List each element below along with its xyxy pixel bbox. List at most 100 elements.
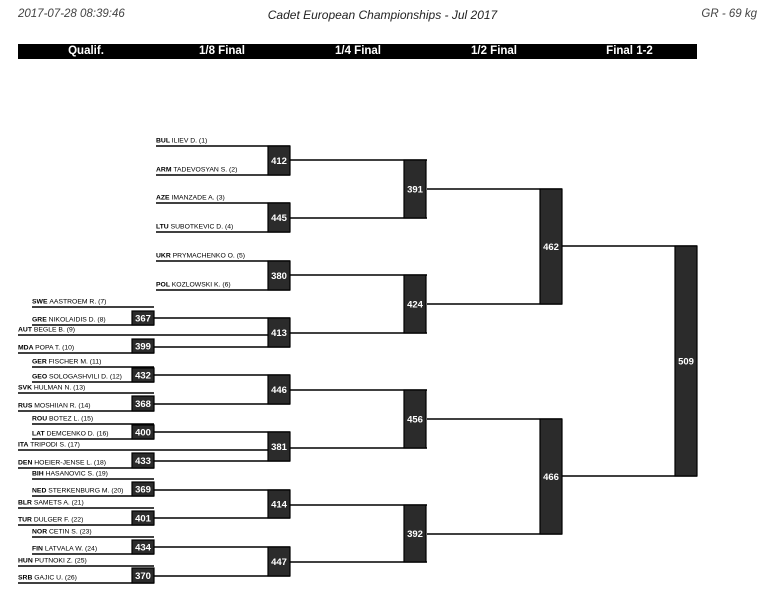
match-number: 432: [135, 371, 151, 382]
athlete-entry: AZE IMANZADE A. (3): [156, 195, 225, 202]
athlete-entry: AUT BEGLE B. (9): [18, 327, 75, 334]
athlete-name: TADEVOSYAN S. (2): [173, 167, 237, 174]
match-number: 433: [135, 456, 151, 467]
match-number: 445: [271, 213, 288, 224]
match-number: 413: [271, 328, 287, 339]
match-box: [267, 431, 291, 462]
match-box: [131, 395, 155, 412]
athlete-entry: BIH HASANOVIC S. (19): [32, 471, 108, 478]
athlete-country: SRB: [18, 575, 34, 582]
athlete-country: ARM: [156, 167, 173, 174]
match-box: [131, 424, 155, 440]
athlete-name: FISCHER M. (11): [49, 359, 102, 366]
round-semi-label: 1/2 Final: [470, 45, 518, 57]
match-number: 462: [543, 242, 559, 253]
athlete-country: BLR: [18, 500, 34, 507]
athlete-country: RUS: [18, 403, 34, 410]
athlete-name: MOSHIIAN R. (14): [34, 403, 90, 410]
match-number: 424: [407, 300, 424, 311]
round-quarter-label: 1/4 Final: [334, 45, 382, 57]
match-box: [539, 188, 563, 305]
round-final-label: Final 1-2: [606, 45, 653, 57]
athlete-name: LATVALA W. (24): [45, 546, 97, 553]
athlete-name: SAMETS A. (21): [34, 500, 84, 507]
athlete-country: AUT: [18, 327, 34, 334]
athlete-name: NIKOLAIDIS D. (8): [49, 317, 106, 324]
match-box: [267, 145, 291, 176]
athlete-entry: LTU SUBOTKEVIC D. (4): [156, 224, 233, 231]
athlete-name: POPA T. (10): [35, 345, 74, 352]
athlete-country: ITA: [18, 442, 30, 449]
match-box: [267, 546, 291, 577]
athlete-country: GER: [32, 359, 49, 366]
athlete-entry: NOR CETIN S. (23): [32, 529, 92, 536]
athlete-country: FIN: [32, 546, 45, 553]
match-number: 456: [407, 415, 423, 426]
match-box: [131, 481, 155, 497]
athlete-name: HOEIER-JENSE L. (18): [34, 460, 106, 467]
athlete-name: BOTEZ L. (15): [49, 416, 93, 423]
match-number: 367: [135, 314, 151, 325]
match-box: [131, 539, 155, 555]
athlete-name: STERKENBURG M. (20): [48, 488, 123, 495]
match-box: [267, 317, 291, 348]
athlete-entry: FIN LATVALA W. (24): [32, 546, 97, 553]
match-box: [403, 159, 427, 219]
athlete-country: BIH: [32, 471, 46, 478]
athlete-name: DULGER F. (22): [34, 517, 83, 524]
athlete-name: BEGLE B. (9): [34, 327, 75, 334]
athlete-entry: LAT DEMCENKO D. (16): [32, 431, 109, 438]
match-box: [403, 504, 427, 563]
athlete-entry: POL KOZLOWSKI K. (6): [156, 282, 231, 289]
athlete-entry: BLR SAMETS A. (21): [18, 500, 84, 507]
athlete-country: AZE: [156, 195, 171, 202]
event-title: Cadet European Championships - Jul 2017: [267, 8, 498, 22]
round-header-bar: Qualif. 1/8 Final 1/4 Final 1/2 Final Fi…: [18, 44, 697, 59]
athlete-country: ROU: [32, 416, 49, 423]
match-box: [131, 452, 155, 469]
match-box: [131, 367, 155, 383]
match-number: 412: [271, 156, 287, 167]
athlete-entry: SVK HULMAN N. (13): [18, 385, 85, 392]
athlete-name: HULMAN N. (13): [34, 385, 85, 392]
athlete-entry: HUN PUTNOKI Z. (25): [18, 558, 87, 565]
athlete-entry: DEN HOEIER-JENSE L. (18): [18, 460, 106, 467]
match-number: 399: [135, 342, 151, 353]
athlete-entry: SWE AASTROEM R. (7): [32, 299, 106, 306]
match-box: [539, 418, 563, 535]
round-qualif-label: Qualif.: [68, 45, 104, 57]
match-number: 447: [271, 557, 287, 568]
athlete-country: NOR: [32, 529, 49, 536]
athlete-entry: ARM TADEVOSYAN S. (2): [156, 167, 237, 174]
match-box: [403, 389, 427, 449]
athlete-name: SUBOTKEVIC D. (4): [171, 224, 234, 231]
athlete-name: DEMCENKO D. (16): [47, 431, 109, 438]
athlete-name: SOLOGASHVILI D. (12): [49, 374, 122, 381]
athlete-country: POL: [156, 282, 172, 289]
athlete-country: GEO: [32, 374, 49, 381]
match-box: [674, 245, 698, 477]
athlete-name: TRIPODI S. (17): [30, 442, 80, 449]
athlete-country: LTU: [156, 224, 171, 231]
athlete-name: GAJIC U. (26): [34, 575, 77, 582]
match-number: 414: [271, 500, 288, 511]
athlete-country: GRE: [32, 317, 49, 324]
athlete-country: BUL: [156, 138, 172, 145]
match-number: 391: [407, 185, 424, 196]
match-box: [403, 274, 427, 334]
athlete-name: IMANZADE A. (3): [171, 195, 224, 202]
athlete-entry: BUL ILIEV D. (1): [156, 138, 207, 145]
athlete-country: DEN: [18, 460, 34, 467]
match-number: 369: [135, 485, 151, 496]
athlete-country: UKR: [156, 253, 173, 260]
athlete-entry: TUR DULGER F. (22): [18, 517, 83, 524]
timestamp: 2017-07-28 08:39:46: [18, 8, 125, 20]
match-box: [267, 374, 291, 405]
athlete-entry: SRB GAJIC U. (26): [18, 575, 77, 582]
athlete-entry: GRE NIKOLAIDIS D. (8): [32, 317, 106, 324]
match-number: 401: [135, 514, 152, 525]
athlete-country: TUR: [18, 517, 34, 524]
athlete-name: ILIEV D. (1): [172, 138, 208, 145]
athlete-entry: MDA POPA T. (10): [18, 345, 74, 352]
